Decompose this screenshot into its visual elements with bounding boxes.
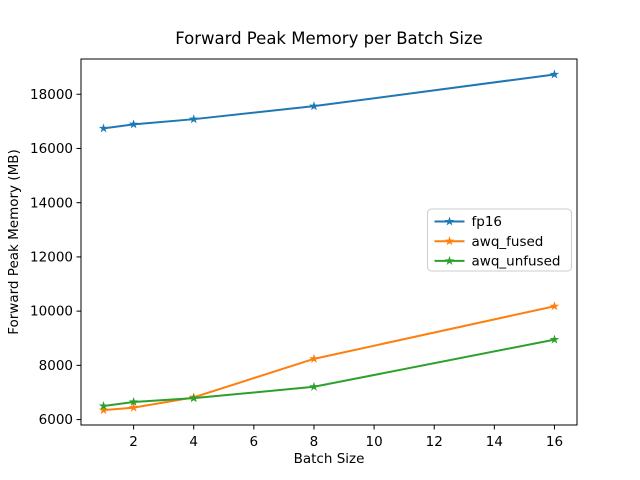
x-axis-label: Batch Size: [293, 451, 365, 467]
chart-title: Forward Peak Memory per Batch Size: [175, 29, 483, 48]
y-tick-label: 14000: [30, 195, 73, 211]
x-tick-label: 6: [250, 434, 259, 450]
series-marker-awq_fused: [549, 301, 560, 311]
series-marker-awq_fused: [309, 353, 319, 363]
legend-label-fp16: fp16: [472, 214, 503, 230]
x-tick-label: 10: [365, 434, 382, 450]
y-axis-label: Forward Peak Memory (MB): [6, 149, 22, 335]
x-tick-label: 8: [310, 434, 319, 450]
x-tick-label: 12: [426, 434, 443, 450]
y-tick-label: 16000: [30, 141, 73, 157]
y-tick-label: 8000: [39, 358, 73, 374]
x-tick-label: 16: [546, 434, 563, 450]
series-marker-awq_unfused: [549, 334, 560, 344]
legend-box: [427, 208, 572, 272]
series-marker-awq_fused: [98, 405, 109, 415]
series-marker-awq_unfused: [309, 381, 319, 391]
legend-marker-awq_fused: [444, 236, 455, 246]
series-line-awq_fused: [102, 305, 556, 412]
series-marker-fp16: [98, 123, 109, 133]
series-marker-awq_unfused: [98, 401, 109, 411]
plot-border: [80, 58, 578, 426]
x-tick-label: 4: [189, 434, 198, 450]
legend-label-awq_unfused: awq_unfused: [472, 254, 561, 270]
series-line-awq_unfused: [102, 338, 556, 408]
y-tick-label: 10000: [30, 304, 73, 320]
series-marker-fp16: [309, 101, 319, 111]
legend-label-awq_fused: awq_fused: [472, 234, 544, 250]
series-marker-awq_fused: [128, 402, 139, 412]
series-marker-awq_unfused: [128, 396, 139, 406]
series-marker-awq_unfused: [188, 393, 199, 403]
y-tick-label: 18000: [30, 87, 73, 103]
x-tick-label: 2: [129, 434, 138, 450]
y-tick-label: 12000: [30, 250, 73, 266]
legend-marker-awq_unfused: [444, 255, 455, 265]
legend-marker-fp16: [444, 216, 455, 226]
x-tick-label: 14: [486, 434, 503, 450]
y-tick-label: 6000: [39, 412, 73, 428]
series-line-fp16: [102, 73, 556, 130]
series-marker-fp16: [188, 114, 199, 124]
series-marker-fp16: [549, 69, 560, 79]
series-marker-fp16: [128, 119, 139, 129]
